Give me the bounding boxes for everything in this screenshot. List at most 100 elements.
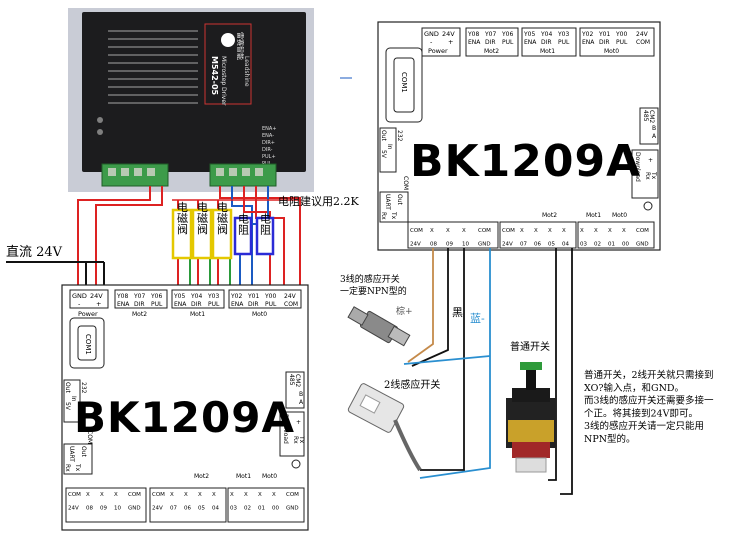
ur-power-gnd: GND — [424, 30, 439, 38]
resistor-label-1: 电阻 — [237, 213, 250, 236]
ll-232: 232 — [80, 382, 87, 394]
ur-cm2: CM2 — [648, 110, 655, 123]
ll-com1-label: COM1 — [84, 334, 92, 355]
board-lower-left: GND 24V - + Power Y08 Y07 Y06 ENA DIR PU… — [61, 284, 309, 531]
dc-24v-label: 直流 24V — [6, 245, 63, 260]
ur-mot1-y05: Y05 — [523, 31, 535, 38]
ll-ba-b: B — [299, 391, 303, 398]
driver-side-3: DIR- — [262, 147, 273, 153]
ll-cm2: CM2 — [294, 374, 301, 387]
ll-bot-mot2: Mot2 — [194, 473, 209, 480]
ur-mot1-pul: PUL — [558, 39, 570, 46]
black-wire-label: 黑 — [452, 306, 463, 319]
ll-model: BK1209A — [74, 393, 295, 442]
ll-out-2: Out — [80, 446, 87, 458]
ur-mot2-dir: DIR — [485, 39, 496, 46]
ur-ba-b: B — [652, 125, 656, 132]
ur-download: Download — [634, 152, 641, 182]
blue-wire-label: 蓝- — [470, 312, 485, 325]
ur-mot0-dir: DIR — [599, 39, 610, 46]
ur-mot0-y01: Y01 — [598, 31, 610, 38]
ll-mot2-label: Mot2 — [132, 311, 147, 318]
ur-uart: UART — [384, 194, 391, 210]
driver-brand-en: Leadshine — [243, 56, 250, 87]
ll-power-gnd: GND — [72, 292, 87, 300]
ur-mot1-y04: Y04 — [540, 31, 552, 38]
ur-tx-2: Tx — [390, 211, 397, 220]
ll-power-minus: - — [78, 300, 81, 308]
normal-switch-label: 普通开关 — [510, 340, 550, 353]
ur-out: Out — [380, 130, 387, 142]
ur-mot0-24v: 24V — [636, 31, 649, 38]
ur-485: 485 — [642, 110, 649, 122]
valve-box-1 — [171, 208, 193, 260]
ll-mot1-dir: DIR — [191, 301, 202, 308]
ur-mot2-y08: Y08 — [467, 31, 479, 38]
ur-mot0-ena: ENA — [582, 39, 595, 46]
driver-name: Microstep Driver — [220, 56, 227, 106]
ur-bot-mot1: Mot1 — [586, 212, 601, 219]
ur-mot1-y03: Y03 — [557, 31, 569, 38]
ur-power-plus: + — [448, 38, 453, 46]
ur-in: In — [386, 144, 393, 150]
ur-rx: Rx — [644, 172, 651, 180]
ll-rx: Rx — [292, 436, 299, 444]
ur-power-minus: - — [430, 38, 433, 46]
ur-model: BK1209A — [410, 136, 641, 187]
ll-bot-mot0: Mot0 — [262, 473, 277, 480]
ur-com1-label: COM1 — [400, 72, 408, 93]
resistor-box-2 — [255, 216, 275, 256]
ur-232: 232 — [396, 130, 403, 142]
ll-uart: UART — [68, 446, 75, 462]
ur-mot2-label: Mot2 — [484, 48, 499, 55]
ll-mot1-pul: PUL — [208, 301, 220, 308]
ll-power-24v: 24V — [90, 292, 103, 300]
ll-mot0-24v: 24V — [284, 293, 297, 300]
ur-bot-mot0: Mot0 — [612, 212, 627, 219]
ur-mot1-ena: ENA — [524, 39, 537, 46]
solenoid-valves: 电磁阀 电磁阀 电磁阀 — [171, 201, 233, 260]
resistor-label-2: 电阻 — [259, 213, 272, 236]
ur-mot2-pul: PUL — [502, 39, 514, 46]
ur-bot-mot2: Mot2 — [542, 212, 557, 219]
ll-mot1-y04: Y04 — [190, 293, 202, 300]
board-upper-right: GND 24V - + Power Y08 Y07 Y06 ENA DIR PU… — [377, 21, 661, 251]
ll-in: In — [70, 396, 77, 402]
ll-mot1-y03: Y03 — [207, 293, 219, 300]
driver-side-2: DIR+ — [262, 140, 275, 146]
sensor-wires — [403, 248, 573, 495]
driver-side-4: PUL+ — [262, 154, 276, 160]
valve-label-1: 电磁阀 — [176, 201, 189, 235]
ur-tx: Tx — [650, 171, 657, 180]
ll-mot2-y07: Y07 — [133, 293, 145, 300]
ur-out-2: Out — [396, 194, 403, 206]
ll-bot-mot1: Mot1 — [236, 473, 251, 480]
stepper-driver: 雷赛智能 Microstep Driver M542-05 Leadshine … — [68, 8, 314, 192]
ur-mot0-pul: PUL — [616, 39, 628, 46]
ll-tx-2: Tx — [74, 463, 81, 472]
ll-tx: Tx — [298, 435, 305, 444]
ll-com1-port — [69, 317, 105, 369]
ur-mot0-com: COM — [636, 39, 650, 46]
resistors: 电阻 电阻 — [233, 213, 275, 256]
driver-brand: 雷赛智能 — [236, 32, 245, 60]
